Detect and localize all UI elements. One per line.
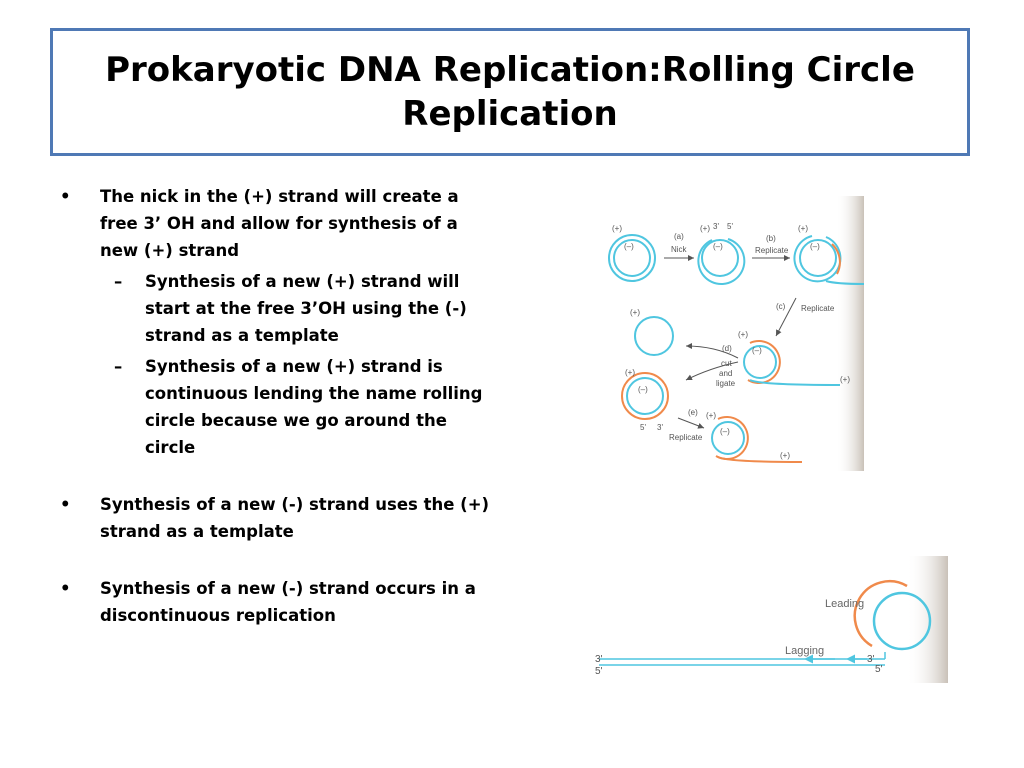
label-nick: Nick xyxy=(671,245,688,254)
label-5prime-left: 5' xyxy=(595,666,603,677)
bullet-dot: • xyxy=(60,579,71,598)
bullet-dot: • xyxy=(60,187,71,206)
label-5prime: 5' xyxy=(640,423,646,432)
circle-step-ligated: (+) (–) 5' 3' xyxy=(621,368,669,432)
label-ligate: ligate xyxy=(716,379,736,388)
label-minus: (–) xyxy=(810,242,820,251)
label-replicate: Replicate xyxy=(755,246,789,255)
circle-step-rolling: (+) (+) (–) (+) xyxy=(630,308,850,386)
label-a: (a) xyxy=(674,232,684,241)
sub-bullet-item: – Synthesis of a new (+) strand is conti… xyxy=(60,353,500,461)
label-c: (c) xyxy=(776,302,786,311)
sub-bullet-text: Synthesis of a new (+) strand will start… xyxy=(145,272,467,345)
page-shadow xyxy=(836,196,864,471)
label-plus: (+) xyxy=(798,224,808,233)
circle-step-initial: (+) (–) xyxy=(608,224,656,282)
label-plus: (+) xyxy=(706,411,716,420)
label-plus: (+) xyxy=(780,451,790,460)
label-cut: cut xyxy=(721,359,732,368)
bullet-item: • The nick in the (+) strand will create… xyxy=(60,183,500,264)
label-e: (e) xyxy=(688,408,698,417)
lagging-label: Lagging xyxy=(785,645,824,657)
label-plus: (+) xyxy=(738,330,748,339)
circle-step-nick: (+) 3' 5' (–) xyxy=(697,222,746,286)
label-plus: (+) xyxy=(840,375,850,384)
label-5prime: 5' xyxy=(727,222,733,231)
bullet-list: • The nick in the (+) strand will create… xyxy=(60,183,500,629)
arrow-e xyxy=(677,417,705,429)
label-replicate-c: Replicate xyxy=(801,304,835,313)
rolling-circle-diagram: (+) (–) (a) Nick (+) 3' 5' (–) (b) Repli… xyxy=(608,196,864,471)
bullet-text: Synthesis of a new (-) strand uses the (… xyxy=(100,495,490,541)
arrow-d-down xyxy=(685,361,739,381)
label-3prime: 3' xyxy=(713,222,719,231)
label-minus: (–) xyxy=(752,346,762,355)
label-minus: (–) xyxy=(638,385,648,394)
label-plus: (+) xyxy=(630,308,640,317)
template-circle xyxy=(872,591,932,651)
label-5prime-right: 5' xyxy=(875,664,883,675)
page-shadow xyxy=(907,556,948,683)
circle-step-final: (+) (–) (+) xyxy=(706,411,803,463)
circle-step-replicate: (+) (–) xyxy=(793,224,864,285)
label-minus: (–) xyxy=(713,242,723,251)
leading-strand xyxy=(853,580,908,648)
sub-bullet-item: – Synthesis of a new (+) strand will sta… xyxy=(60,268,500,349)
label-replicate-e: Replicate xyxy=(669,433,703,442)
label-minus: (–) xyxy=(624,242,634,251)
title-box: Prokaryotic DNA Replication:Rolling Circ… xyxy=(50,28,970,156)
leading-lagging-diagram: Leading Lagging 3' 5' 3' 5' xyxy=(595,556,948,683)
slide-title: Prokaryotic DNA Replication:Rolling Circ… xyxy=(105,49,915,134)
sub-bullet-text: Synthesis of a new (+) strand is continu… xyxy=(145,357,483,457)
arrow-c xyxy=(775,297,797,337)
label-3prime-right: 3' xyxy=(867,654,875,665)
bullet-text: Synthesis of a new (-) strand occurs in … xyxy=(100,579,476,625)
label-b: (b) xyxy=(766,234,776,243)
label-minus: (–) xyxy=(720,427,730,436)
label-plus: (+) xyxy=(700,224,710,233)
bullet-dash: – xyxy=(114,357,123,376)
label-and: and xyxy=(719,369,732,378)
bullet-dash: – xyxy=(114,272,123,291)
label-3prime: 3' xyxy=(657,423,663,432)
bullet-text: The nick in the (+) strand will create a… xyxy=(100,187,459,260)
label-3prime-left: 3' xyxy=(595,654,603,665)
bullet-dot: • xyxy=(60,495,71,514)
bullet-item: • Synthesis of a new (-) strand uses the… xyxy=(60,491,500,545)
label-d: (d) xyxy=(722,344,732,353)
label-plus: (+) xyxy=(612,224,622,233)
label-plus: (+) xyxy=(625,368,635,377)
leading-label: Leading xyxy=(825,598,864,610)
bullet-item: • Synthesis of a new (-) strand occurs i… xyxy=(60,575,500,629)
arrow-d-up xyxy=(685,343,739,359)
